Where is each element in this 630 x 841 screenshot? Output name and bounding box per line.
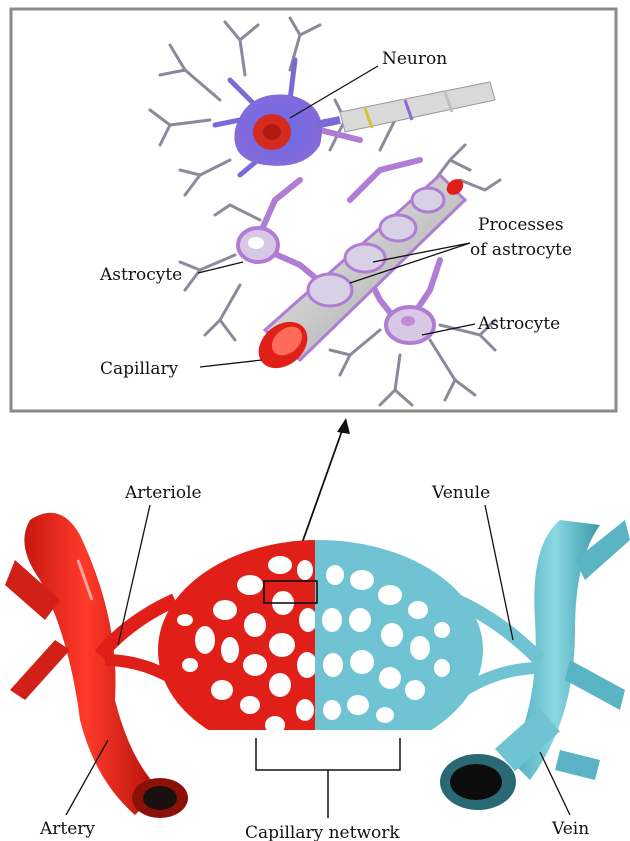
label-capillary: Capillary <box>100 359 179 379</box>
label-artery: Artery <box>39 819 95 839</box>
capillary-network-bracket <box>256 738 400 770</box>
label-astrocyte-left: Astrocyte <box>99 265 182 285</box>
label-processes-line1: Processes <box>478 215 564 235</box>
label-arteriole: Arteriole <box>124 483 202 503</box>
astrocyte-right <box>386 307 434 343</box>
astrocyte-left <box>238 228 278 262</box>
inset-frame <box>11 9 616 411</box>
label-capillary-network: Capillary network <box>245 823 400 841</box>
inset-panel: Neuron Processes of astrocyte Astrocyte … <box>11 9 616 411</box>
label-vein: Vein <box>551 819 589 839</box>
label-processes-line2: of astrocyte <box>470 240 572 260</box>
label-venule: Venule <box>431 483 490 503</box>
label-neuron: Neuron <box>382 49 447 69</box>
label-astrocyte-right: Astrocyte <box>477 314 560 334</box>
vessel-network: Arteriole Venule Artery Vein Capillary n… <box>5 483 630 841</box>
arrowhead-icon <box>337 418 350 434</box>
